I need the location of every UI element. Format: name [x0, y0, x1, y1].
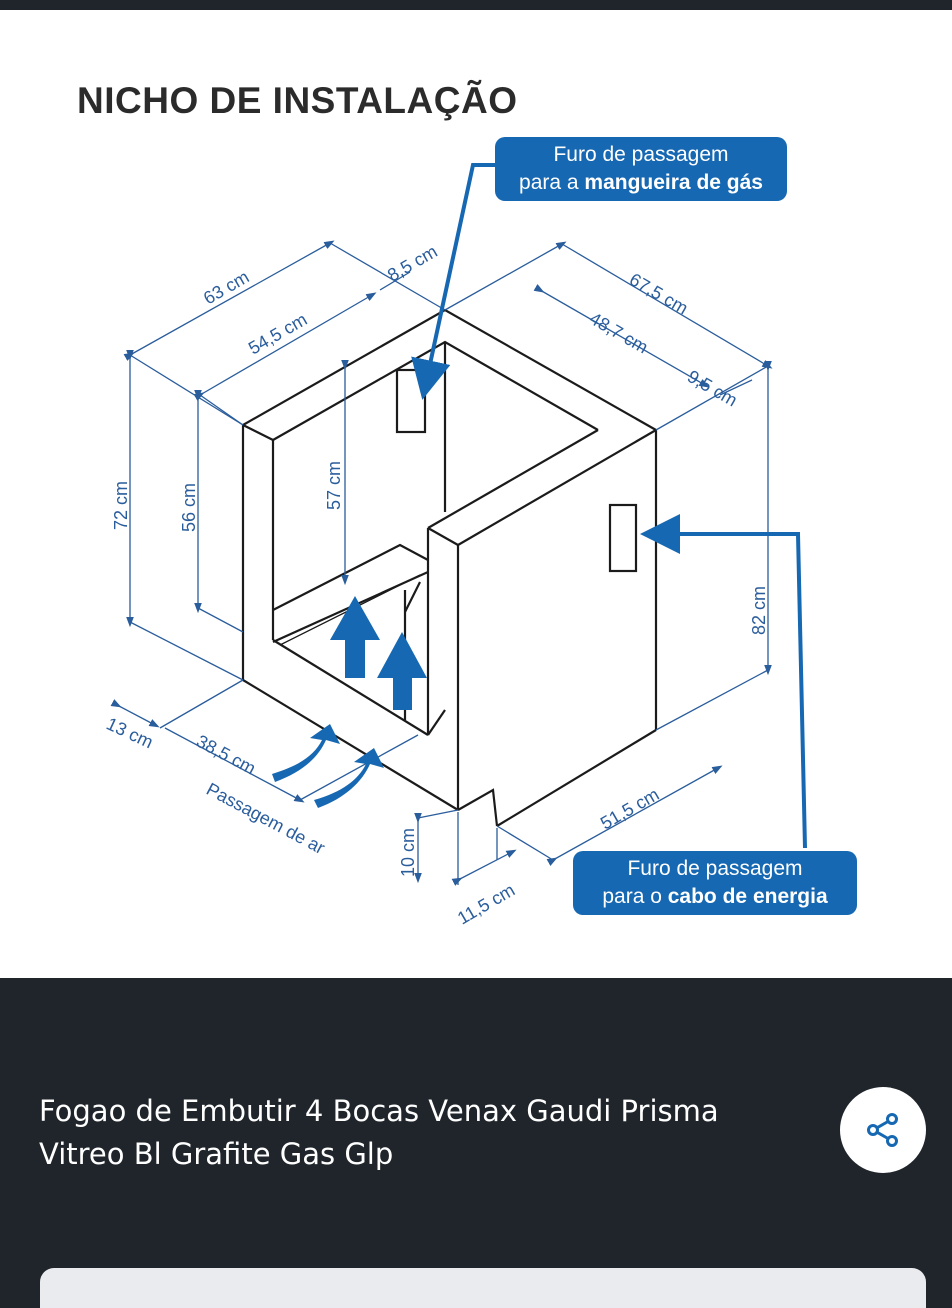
dim-label-54-5: 54,5 cm: [245, 309, 310, 358]
callout-energy-hole: Furo de passagem para o cabo de energia: [573, 851, 857, 915]
airflow-arrows: [272, 596, 427, 808]
dim-label-11-5: 11,5 cm: [454, 880, 518, 929]
dimension-lines: [110, 240, 773, 886]
dim-label-38-5: 38,5 cm: [193, 731, 259, 779]
bottom-sheet-handle[interactable]: [40, 1268, 926, 1308]
dim-label-8-5: 8,5 cm: [384, 241, 441, 285]
callout-energy-line2: para o cabo de energia: [573, 883, 857, 911]
dim-label-63: 63 cm: [200, 267, 252, 309]
dim-label-13: 13 cm: [103, 713, 156, 752]
product-title: Fogao de Embutir 4 Bocas Venax Gaudi Pri…: [39, 1094, 719, 1171]
callout-energy-line1: Furo de passagem: [627, 857, 803, 880]
gas-hole: [395, 368, 427, 434]
callout-gas-line1: Furo de passagem: [553, 143, 729, 166]
airflow-label: Passagem de ar: [203, 779, 328, 858]
dim-label-48-7: 48,7 cm: [586, 308, 651, 357]
dim-label-51-5: 51,5 cm: [597, 784, 662, 833]
callout-gas-hole: Furo de passagem para a mangueira de gás: [495, 137, 787, 201]
callout-arrows: [411, 163, 807, 849]
callout-gas-prefix: para a: [519, 171, 585, 194]
dim-label-67-5: 67,5 cm: [626, 269, 691, 318]
dim-label-10: 10 cm: [398, 828, 418, 877]
bottom-panel: [0, 978, 952, 1280]
cabinet-outline: [241, 308, 658, 827]
product-image[interactable]: 63 cm 8,5 cm 54,5 cm 67,5 cm 48,7 cm 9,5…: [0, 10, 952, 978]
top-status-strip: [0, 0, 952, 10]
dim-label-82: 82 cm: [749, 586, 769, 635]
dim-label-9-5: 9,5 cm: [684, 366, 741, 410]
dim-label-72: 72 cm: [111, 481, 131, 530]
share-button[interactable]: [840, 1087, 926, 1173]
installation-diagram: 63 cm 8,5 cm 54,5 cm 67,5 cm 48,7 cm 9,5…: [103, 163, 807, 929]
energy-hole: [608, 503, 638, 573]
dim-label-56: 56 cm: [179, 483, 199, 532]
callout-gas-line2: para a mangueira de gás: [495, 169, 787, 197]
dim-label-57: 57 cm: [324, 461, 344, 510]
callout-gas-bold: mangueira de gás: [584, 171, 763, 194]
callout-energy-prefix: para o: [602, 885, 668, 908]
callout-energy-bold: cabo de energia: [667, 885, 828, 908]
diagram-title: NICHO DE INSTALAÇÃO: [77, 80, 518, 121]
share-icon: [867, 1113, 898, 1147]
